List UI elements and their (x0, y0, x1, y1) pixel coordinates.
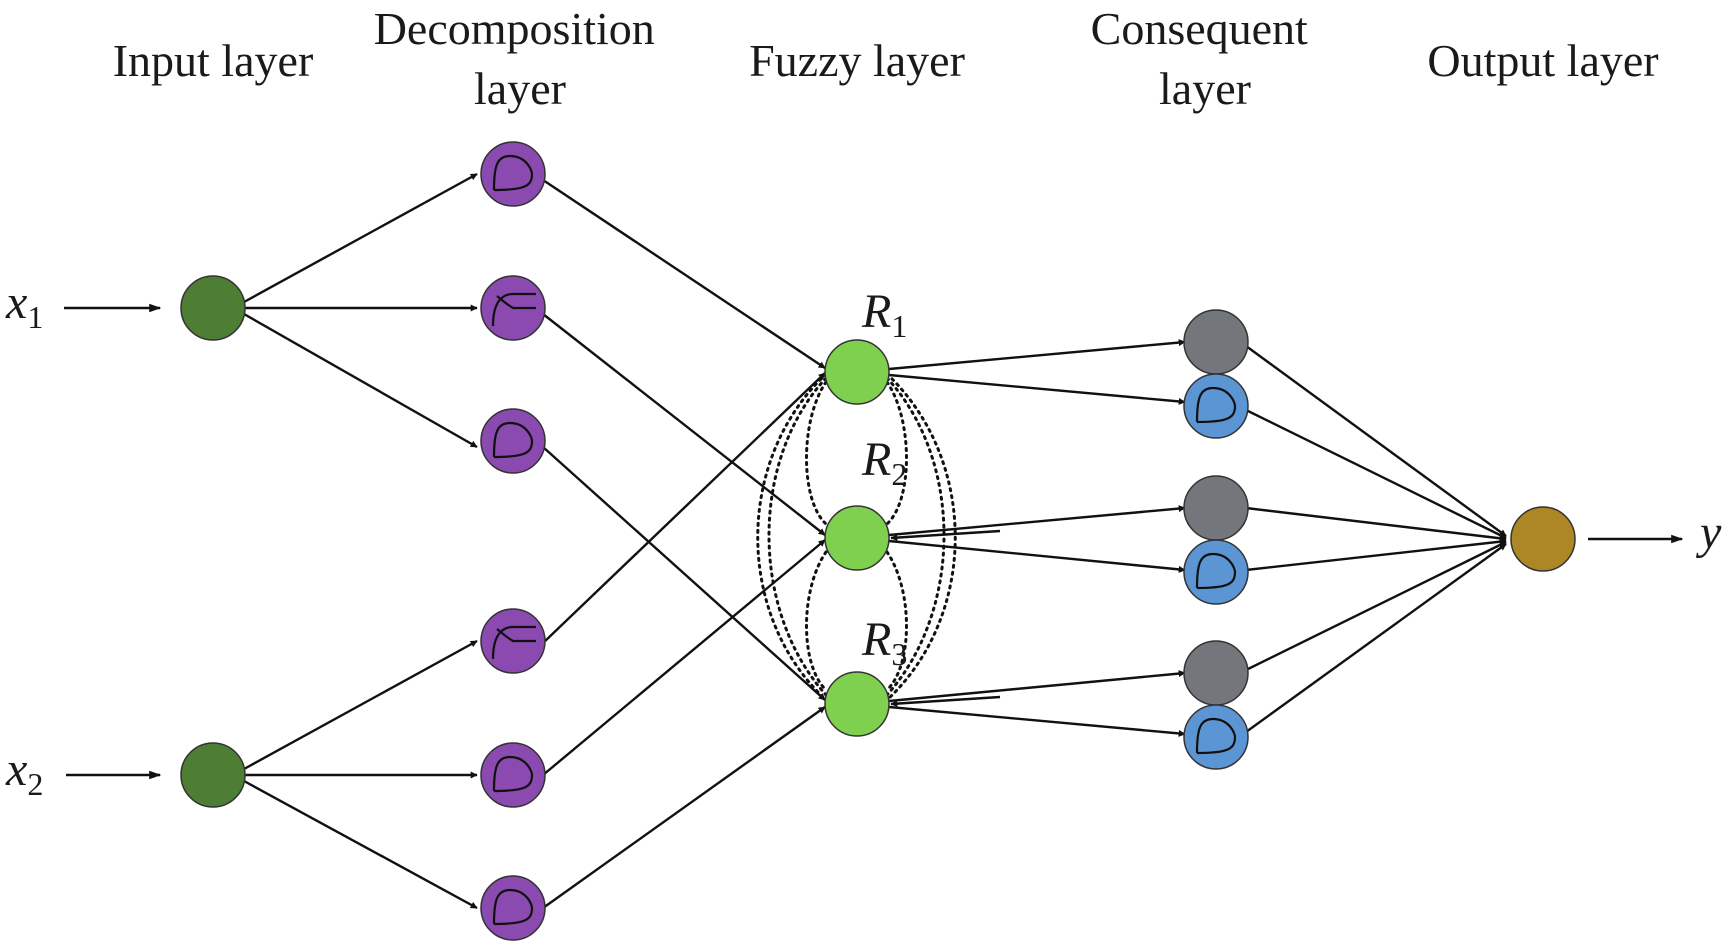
fuzzy-node-r3 (824, 671, 890, 737)
dotted-r2-r3-right (885, 550, 908, 692)
output-label-y: y (1695, 506, 1722, 559)
edge-d5-r2 (542, 539, 826, 776)
fuzzy-to-consequent-edges (888, 339, 1186, 737)
input-variables: x1 x2 (5, 276, 162, 802)
edge-c3-r2-back (890, 529, 1001, 542)
input-label-x1: x1 (5, 276, 43, 335)
decomposition-layer-title: Decomposition layer (374, 3, 667, 114)
edge-r2-c3 (888, 505, 1186, 537)
decomposition-node-circle (480, 141, 546, 207)
sigmoid-icon (491, 292, 536, 327)
decomposition-node-circle (480, 408, 546, 474)
consequent-layer-title: Consequent layer (1091, 3, 1320, 114)
edge-r1-c2 (888, 373, 1186, 405)
consequent-node-circle (1183, 539, 1249, 605)
edge-c5-r3-back (890, 695, 1001, 708)
input-label-x2: x2 (5, 743, 43, 802)
input-layer-nodes (180, 275, 246, 808)
edge-r1-c1 (888, 339, 1186, 371)
consequent-node-blue-1 (1183, 373, 1249, 439)
bell-curve-icon (492, 888, 534, 926)
rule-label-r1: R1 (861, 285, 907, 344)
decomposition-node-5 (480, 742, 546, 808)
edge-in2-d6 (243, 779, 478, 910)
decomposition-node-circle (480, 875, 546, 941)
rule-interconnections (756, 372, 957, 702)
consequent-layer-nodes (1183, 309, 1249, 770)
edge-d6-r3 (542, 706, 826, 909)
input-layer-title: Input layer (113, 35, 314, 86)
edge-d1-r1 (542, 179, 826, 369)
edge-in2-d4 (243, 639, 478, 771)
dotted-r1-r3-left (767, 376, 828, 697)
consequent-node-circle (1183, 704, 1249, 770)
decomposition-node-3 (480, 408, 546, 474)
edge-in1-d3 (243, 312, 478, 449)
consequent-node-circle (1183, 373, 1249, 439)
fuzzy-layer-nodes: R1 R2 R3 (824, 285, 907, 737)
consequent-node-blue-2 (1183, 539, 1249, 605)
edge-in1-d1 (243, 172, 478, 304)
edge-c1-out (1245, 345, 1507, 537)
rule-label-r2: R2 (861, 433, 907, 492)
decomposition-node-circle (480, 742, 546, 808)
decomposition-node-2 (480, 275, 546, 341)
dotted-r1-r3-right-outer (885, 372, 957, 702)
layer-titles: Input layer Decomposition layer Fuzzy la… (113, 3, 1659, 114)
output-layer-nodes (1510, 506, 1576, 572)
edge-d3-r3 (542, 446, 826, 701)
input-node-x1 (180, 275, 246, 341)
consequent-node-gray-1 (1183, 309, 1249, 375)
bell-curve-icon (492, 154, 534, 192)
edge-c6-out (1245, 543, 1507, 733)
output-node-y (1510, 506, 1576, 572)
input-to-decomposition-edges (243, 172, 478, 910)
bell-curve-icon (1195, 552, 1237, 590)
decomposition-layer-nodes (480, 141, 546, 941)
bell-curve-icon (1195, 717, 1237, 755)
dotted-r1-r3-left-outer (756, 372, 828, 702)
dotted-r1-r2-left (805, 380, 828, 526)
edge-c3-out (1245, 506, 1507, 542)
decomposition-node-6 (480, 875, 546, 941)
decomposition-node-4 (480, 608, 546, 674)
consequent-node-gray-3 (1183, 640, 1249, 706)
consequent-to-output-edges (1245, 345, 1507, 733)
decomposition-to-fuzzy-edges (542, 179, 826, 909)
edge-r3-c5 (888, 670, 1186, 703)
fuzzy-node-r2 (824, 505, 890, 571)
rule-label-r3: R3 (861, 613, 907, 672)
bell-curve-icon (492, 421, 534, 459)
edge-d2-r2 (542, 313, 826, 536)
bell-curve-icon (492, 755, 534, 793)
input-node-x2 (180, 742, 246, 808)
decomposition-node-1 (480, 141, 546, 207)
edge-c2-out (1245, 408, 1507, 540)
bell-curve-icon (1195, 386, 1237, 424)
edge-d4-r1 (542, 372, 826, 644)
edge-r3-c6 (888, 705, 1186, 737)
fuzzy-node-r1 (824, 339, 890, 405)
sigmoid-icon (491, 625, 536, 660)
dotted-r2-r3-left (805, 550, 828, 692)
fuzzy-layer-title: Fuzzy layer (749, 35, 965, 86)
edge-c4-out (1245, 538, 1507, 572)
output-variable: y (1588, 506, 1722, 559)
dotted-r1-r2-right (885, 380, 908, 526)
consequent-node-gray-2 (1183, 475, 1249, 541)
output-layer-title: Output layer (1427, 35, 1658, 86)
edge-c5-out (1245, 540, 1507, 672)
edge-r2-c4 (888, 539, 1186, 573)
consequent-node-blue-3 (1183, 704, 1249, 770)
